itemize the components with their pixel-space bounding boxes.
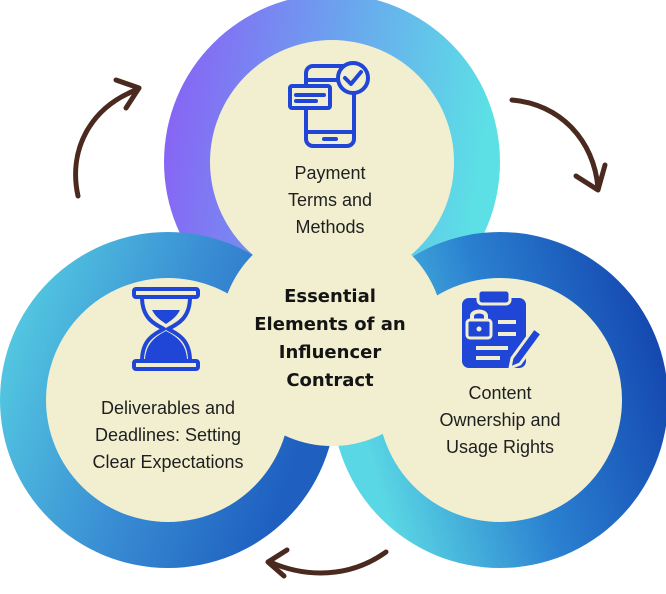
deliverables-line: Deliverables and (100, 398, 236, 418)
deliverables-label: Deliverables and Deadlines: Setting Clea… (78, 395, 258, 476)
content-ownership-label: Content Ownership and Usage Rights (418, 380, 582, 461)
center-title-line: Essential (284, 286, 376, 307)
payment-terms-line: Terms and (287, 190, 373, 210)
center-title-line: Influencer (278, 342, 382, 363)
payment-terms-label: Payment Terms and Methods (268, 160, 392, 241)
content-ownership-line: Content (468, 383, 532, 403)
hourglass-icon (132, 287, 200, 371)
mobile-payment-icon (288, 61, 370, 148)
cycle-arrow-bottom (265, 547, 389, 579)
cycle-arrow-top-left (73, 77, 142, 199)
center-title-line: Elements of an (254, 314, 406, 335)
payment-terms-line: Methods (295, 217, 365, 237)
clipboard-lock-pen-icon (462, 288, 544, 370)
content-ownership-line: Usage Rights (445, 437, 555, 457)
deliverables-line: Deadlines: Setting (94, 425, 242, 445)
center-title-line: Contract (286, 370, 374, 391)
center-title: Essential Elements of an Influencer Cont… (228, 283, 432, 395)
deliverables-line: Clear Expectations (92, 452, 244, 472)
payment-terms-line: Payment (294, 163, 366, 183)
disk-top (210, 40, 454, 284)
content-ownership-line: Ownership and (439, 410, 561, 430)
cycle-arrow-top-right (509, 97, 608, 193)
disk-center (220, 222, 444, 446)
